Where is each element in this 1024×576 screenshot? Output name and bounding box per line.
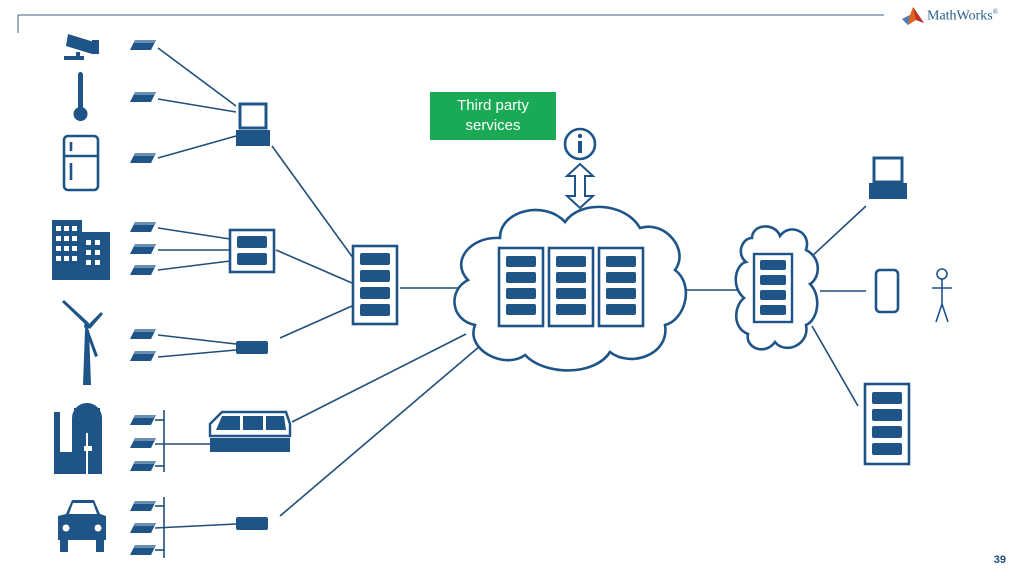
server-icon: [863, 382, 911, 466]
line-edge-server: [811, 325, 859, 407]
connection-lines: [154, 47, 867, 558]
brand-logo: MathWorks®: [902, 6, 1012, 26]
brand-name: MathWorks®: [927, 7, 999, 24]
sensors: [130, 40, 156, 555]
line-car-gateway-cloud: [279, 345, 481, 517]
line-sensor4-gateway: [157, 227, 231, 240]
line-small-gateway-server: [279, 305, 353, 339]
buildings-icon: [52, 220, 110, 280]
membrane-logo-icon: [902, 7, 924, 25]
line-sensor8-small-gateway: [157, 349, 237, 358]
sensor-icon: [130, 222, 156, 232]
sensor-icon: [130, 92, 156, 102]
line-computer-server: [271, 145, 357, 263]
third-party-label-line2: services: [465, 117, 521, 134]
small-gateway-icon: [236, 517, 268, 530]
sensor-icon: [130, 329, 156, 339]
car-icon: [58, 500, 106, 552]
gateway-icon: [228, 228, 276, 274]
line-sensor2-computer: [157, 98, 237, 113]
line-sensor6-gateway: [157, 260, 231, 271]
computer-icon: [869, 156, 907, 199]
server-icon: [351, 244, 399, 326]
factory-icon: [54, 403, 102, 474]
smartphone-icon: [874, 268, 900, 314]
sensor-icon: [130, 40, 156, 50]
cloud-server-rack: [497, 246, 645, 328]
wind-turbine-icon: [62, 300, 103, 385]
line-sensor3-computer: [157, 135, 237, 159]
sensor-icon: [130, 461, 156, 471]
sensor-icon: [130, 351, 156, 361]
sensor-icon: [130, 265, 156, 275]
small-gateway-icon: [236, 341, 268, 354]
line-sensor13-small-gateway: [154, 523, 237, 529]
sensor-icon: [130, 153, 156, 163]
sensor-icon: [130, 438, 156, 448]
page-number: 39: [993, 554, 1006, 566]
line-console-cloud: [291, 333, 467, 423]
sensor-icon: [130, 545, 156, 555]
control-console-icon: [208, 410, 292, 452]
sensor-icon: [130, 523, 156, 533]
double-arrow-icon: [564, 162, 596, 210]
computer-icon: [236, 102, 270, 146]
line-edge-computer: [809, 205, 867, 259]
third-party-label-line1: Third party: [457, 97, 529, 114]
sensor-icon: [130, 501, 156, 511]
person-icon: [932, 268, 952, 323]
info-icon: [563, 127, 597, 161]
security-camera-icon: [64, 34, 99, 60]
sensor-icon: [130, 244, 156, 254]
line-sensor1-computer: [157, 47, 237, 107]
sensor-icon: [130, 415, 156, 425]
line-gateway-server: [275, 249, 353, 284]
line-sensor7-small-gateway: [157, 334, 237, 345]
third-party-services-box: Third party services: [430, 92, 556, 140]
edge-server-rack: [752, 252, 794, 324]
refrigerator-icon: [62, 134, 100, 192]
thermometer-icon: [73, 72, 88, 121]
